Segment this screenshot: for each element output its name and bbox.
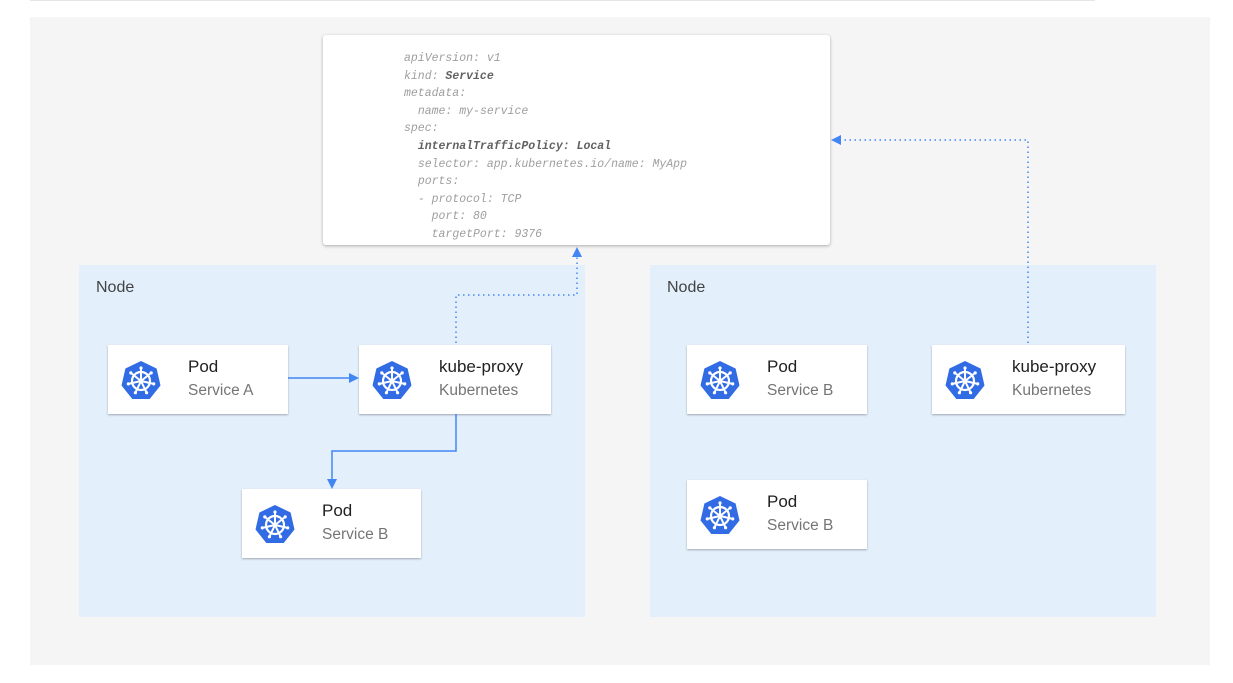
card-title: Pod: [188, 357, 219, 376]
arrow-kube-proxy-to-service-b: [327, 414, 457, 489]
node-label: Node: [96, 279, 135, 296]
kube-proxy-card-right[interactable]: kube-proxy Kubernetes: [932, 345, 1125, 414]
card-subtitle: Kubernetes: [439, 382, 519, 399]
service-yaml-card: apiVersion: v1 kind: Service metadata: n…: [323, 35, 830, 245]
dotted-arrow-right-proxy-to-service: [831, 135, 1029, 343]
card-title: Pod: [767, 357, 798, 376]
card-subtitle: Service B: [767, 382, 834, 399]
node-label: Node: [667, 279, 706, 296]
dotted-arrow-left-proxy-to-service: [455, 247, 582, 343]
pod-service-b-card-right-1[interactable]: Pod Service B: [687, 345, 867, 414]
kube-proxy-card-left[interactable]: kube-proxy Kubernetes: [359, 345, 551, 414]
pod-service-b-card-right-2[interactable]: Pod Service B: [687, 480, 867, 549]
kubernetes-icon: [699, 494, 741, 536]
node-left: Node: [79, 265, 585, 617]
node-right: Node: [650, 265, 1156, 617]
card-subtitle: Service B: [767, 517, 834, 534]
card-subtitle: Service B: [322, 526, 389, 543]
kubernetes-icon: [371, 359, 413, 401]
kubernetes-icon: [699, 359, 741, 401]
card-subtitle: Service A: [188, 382, 254, 399]
kubernetes-icon: [120, 359, 162, 401]
service-yaml: apiVersion: v1 kind: Service metadata: n…: [404, 52, 687, 241]
kubernetes-icon: [254, 503, 296, 545]
card-title: Pod: [767, 492, 798, 511]
card-subtitle: Kubernetes: [1012, 382, 1092, 399]
divider: [30, 0, 1095, 1]
kubernetes-icon: [944, 359, 986, 401]
pod-service-b-card-left[interactable]: Pod Service B: [242, 489, 421, 558]
card-title: kube-proxy: [439, 357, 524, 376]
card-title: Pod: [322, 501, 353, 520]
card-title: kube-proxy: [1012, 357, 1097, 376]
pod-service-a-card[interactable]: Pod Service A: [108, 345, 288, 414]
